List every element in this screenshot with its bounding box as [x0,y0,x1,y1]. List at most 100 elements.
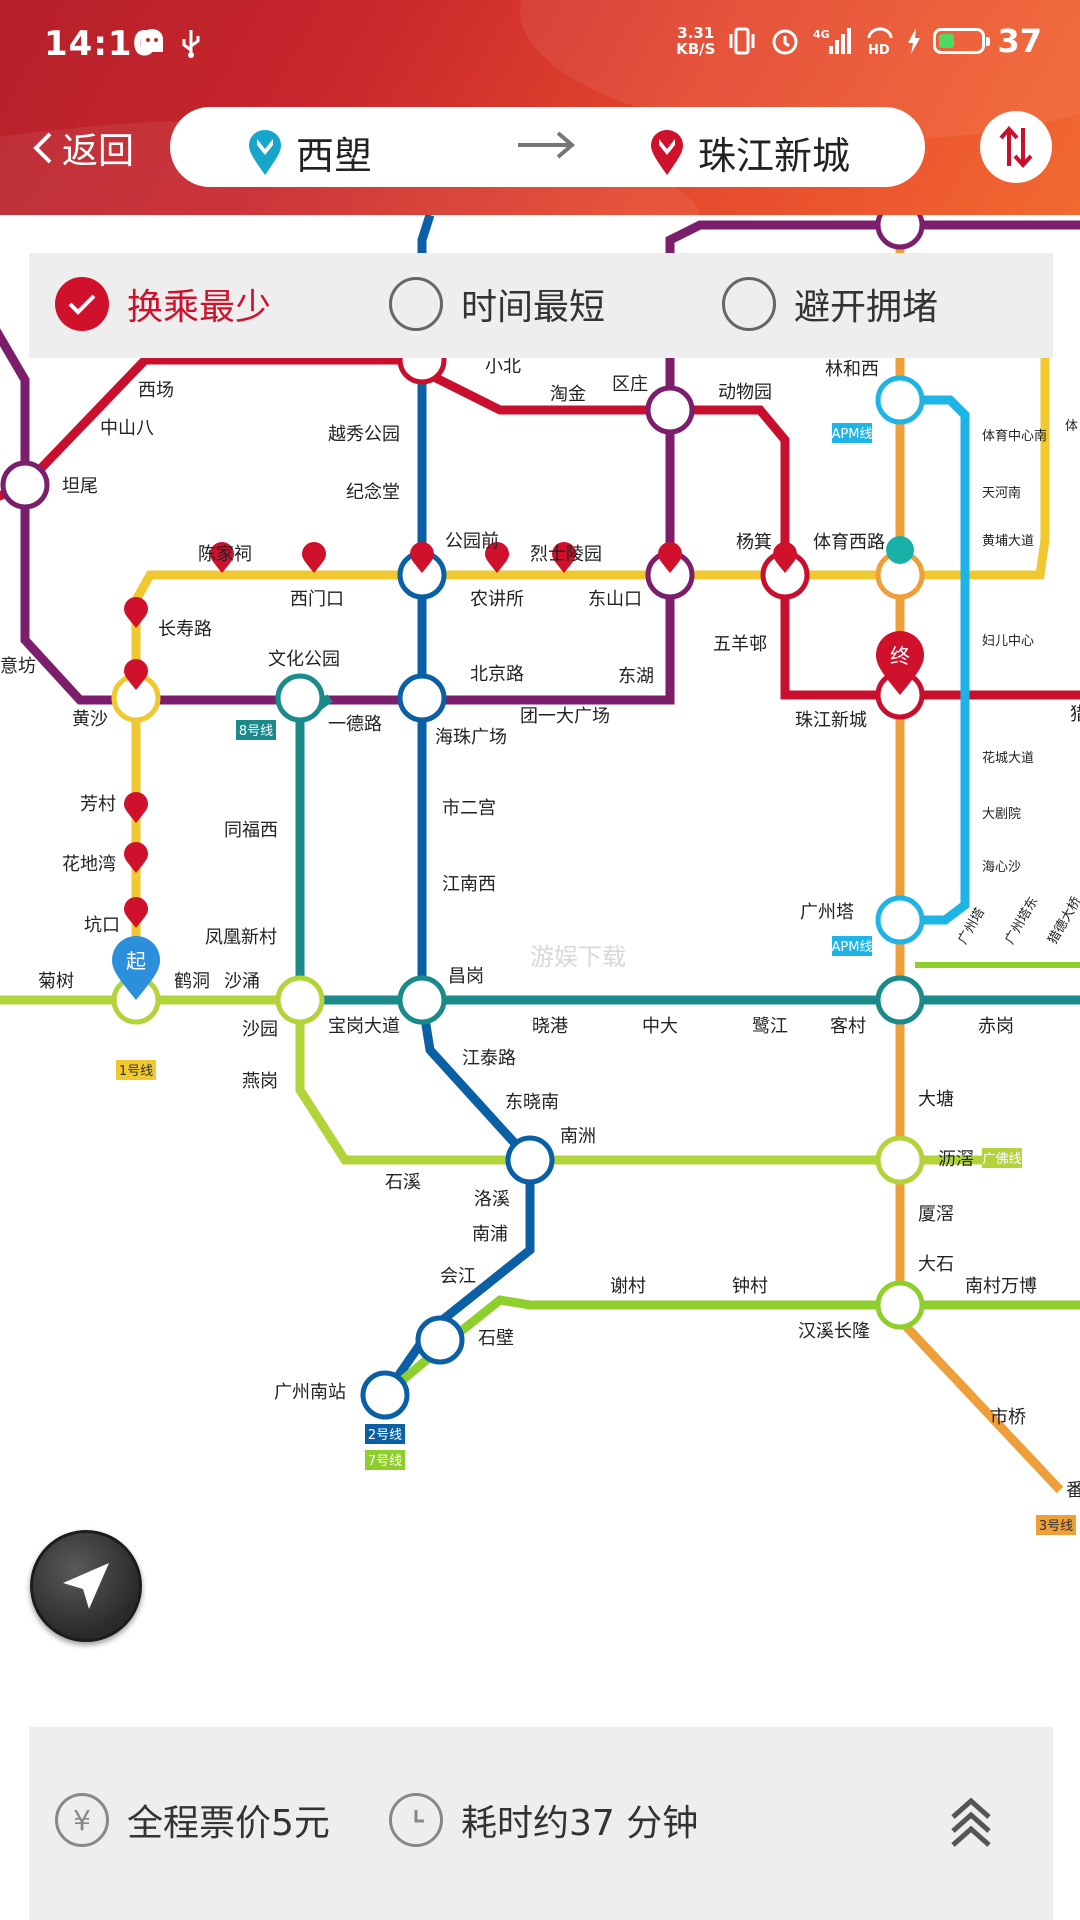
station-label[interactable]: 广州塔 [800,902,854,923]
metro-map-canvas[interactable]: 起 终 西场 中山八 坦尾 意坊 黄沙 长寿路 陈家祠 西门口 公园前 农讲所 … [0,215,1080,1725]
transfer-station[interactable] [397,673,447,723]
transfer-station[interactable] [397,975,447,1025]
station-label[interactable]: 会江 [440,1266,476,1287]
station-label[interactable]: 钟村 [732,1276,768,1297]
station-label[interactable]: 沙涌 [224,971,260,992]
transfer-station[interactable] [275,673,325,723]
transfer-station[interactable] [645,385,695,435]
station-label[interactable]: 团一大广场 [520,706,610,727]
station-label[interactable]: 昌岗 [448,966,484,987]
station-label[interactable]: 文化公园 [268,649,340,670]
transfer-station[interactable] [875,1135,925,1185]
transfer-station[interactable] [360,1370,410,1420]
station-label[interactable]: 淘金 [550,384,586,405]
station-label[interactable]: 体育西路 [813,532,885,553]
locate-button[interactable] [30,1530,142,1642]
transfer-station[interactable] [875,375,925,425]
station-label[interactable]: 公园前 [445,531,499,552]
station-label[interactable]: 南洲 [560,1126,596,1147]
station-label[interactable]: 黄沙 [72,709,108,730]
station-label[interactable]: 同福西 [224,820,278,841]
station-label[interactable]: 广州塔东 [1002,894,1041,947]
station-label[interactable]: 大塘 [918,1089,954,1110]
station-label[interactable]: 江泰路 [462,1048,516,1069]
station-label[interactable]: 芳村 [80,794,116,815]
station-label[interactable]: 石壁 [478,1328,514,1349]
station-label[interactable]: 一德路 [328,714,382,735]
station-label[interactable]: 赤岗 [978,1016,1014,1037]
station-label[interactable]: 客村 [830,1016,866,1037]
station-label[interactable]: 小北 [485,356,521,377]
station-label[interactable]: 意坊 [0,656,36,677]
station-label[interactable]: 西场 [138,380,174,401]
station-label[interactable]: 汉溪长隆 [798,1321,870,1342]
option-shortest-time[interactable]: 时间最短 [389,277,605,331]
station-label[interactable]: 农讲所 [470,589,524,610]
station-label[interactable]: 南村万博 [965,1276,1037,1297]
expand-button[interactable] [949,1797,993,1855]
station-label[interactable]: 南浦 [472,1224,508,1245]
station-label[interactable]: 沙园 [242,1019,278,1040]
end-marker[interactable]: 终 [876,631,924,695]
station-label[interactable]: 猎德大桥 [1045,894,1080,947]
station-label[interactable]: 陈家祠 [198,544,252,565]
station-label[interactable]: 谢村 [610,1276,646,1297]
transfer-station[interactable] [875,975,925,1025]
station-label[interactable]: 五羊邨 [713,634,767,655]
to-station-field[interactable]: 珠江新城 [650,125,850,180]
station-label[interactable]: 海心沙 [982,860,1021,875]
station-label[interactable]: 大剧院 [982,807,1021,822]
station-label[interactable]: 纪念堂 [346,481,400,503]
station-label[interactable]: 鹭江 [752,1016,788,1037]
transfer-station[interactable] [505,1135,555,1185]
transfer-station[interactable] [0,460,50,510]
station-label[interactable]: 鹤洞 [174,971,210,992]
station-label[interactable]: 东晓南 [505,1092,559,1113]
station-label[interactable]: 沥滘 [938,1149,974,1170]
metro-map[interactable]: 起 终 西场 中山八 坦尾 意坊 黄沙 长寿路 陈家祠 西门口 公园前 农讲所 … [0,215,1080,1725]
back-button[interactable]: 返回 [30,122,134,174]
station-label[interactable]: 动物园 [718,382,772,403]
station-label[interactable]: 花城大道 [982,750,1034,766]
station-label[interactable]: 越秀公园 [328,424,400,445]
transfer-station[interactable] [415,1315,465,1365]
station-label[interactable]: 番 [1066,1480,1080,1501]
station-label[interactable]: 东湖 [618,666,654,687]
station-label[interactable]: 燕岗 [242,1071,278,1092]
station-label[interactable]: 菊树 [38,971,74,992]
station-label[interactable]: 体 [1065,419,1078,434]
station-label[interactable]: 坑口 [84,915,120,936]
from-station-field[interactable]: 西塱 [248,125,372,180]
station-label[interactable]: 体育中心南 [982,428,1047,444]
station-label[interactable]: 林和西 [825,359,879,380]
station-label[interactable]: 珠江新城 [795,710,867,731]
transfer-station[interactable] [875,895,925,945]
station-label[interactable]: 花地湾 [62,854,116,875]
swap-stations-button[interactable] [980,111,1052,183]
transfer-station[interactable] [875,1280,925,1330]
station-label[interactable]: 洛溪 [474,1189,510,1210]
station-label[interactable]: 江南西 [442,874,496,895]
station-label[interactable]: 凤凰新村 [205,927,277,948]
station-label[interactable]: 西门口 [290,589,344,610]
station-label[interactable]: 长寿路 [158,619,212,640]
station-label[interactable]: 厦滘 [918,1204,954,1225]
transfer-station[interactable] [275,975,325,1025]
option-avoid-crowds[interactable]: 避开拥堵 [722,277,938,331]
station-label[interactable]: 妇儿中心 [982,633,1034,649]
station-label[interactable]: 市桥 [990,1407,1026,1428]
option-fewest-transfers[interactable]: 换乘最少 [55,277,271,331]
station-label[interactable]: 猎 [1070,704,1080,725]
station-label[interactable]: 广州南站 [274,1382,346,1403]
station-label[interactable]: 石溪 [385,1172,421,1193]
station-label[interactable]: 中大 [642,1016,678,1037]
station-label[interactable]: 烈士陵园 [530,544,602,565]
station-label[interactable]: 区庄 [612,374,648,395]
station-label[interactable]: 中山八 [100,418,154,439]
route-summary-bar[interactable]: ¥ 全程票价5元 耗时约37 分钟 [29,1727,1053,1920]
station-label[interactable]: 市二宫 [442,798,496,819]
station-label[interactable]: 天河南 [982,485,1021,501]
station-label[interactable]: 杨箕 [736,532,772,553]
station-label[interactable]: 坦尾 [62,476,98,497]
station-label[interactable]: 宝岗大道 [328,1016,400,1037]
